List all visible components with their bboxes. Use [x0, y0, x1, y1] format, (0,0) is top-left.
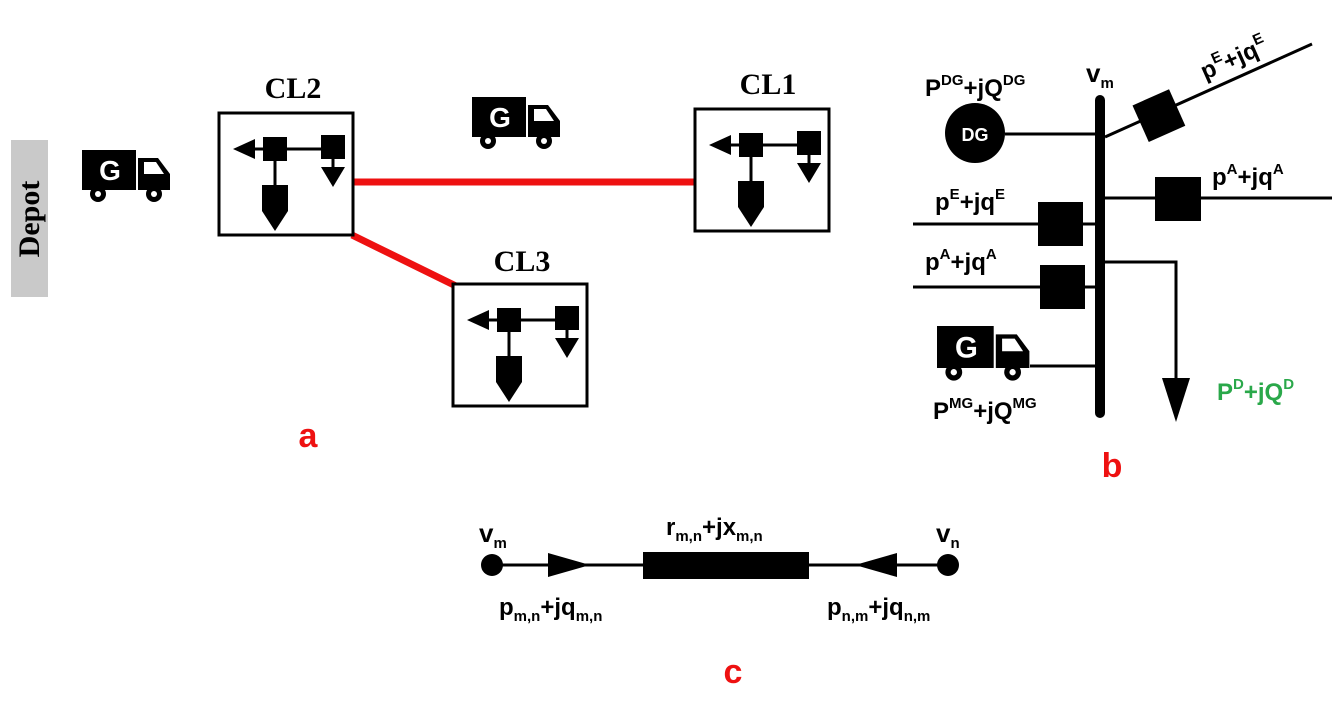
dg-symbol: DG: [962, 125, 989, 145]
generator-truck-icon: G: [472, 97, 560, 149]
feeder-top-right: [1104, 42, 1313, 139]
flow-arrow-right-icon: [548, 553, 590, 577]
flow-label-nm: pn,m+jqn,m: [827, 594, 930, 625]
node-label-vm: vm: [479, 518, 507, 552]
cluster-label-cl3: CL3: [494, 245, 551, 278]
switch-left-e: [1038, 202, 1083, 246]
truck-letter: G: [99, 155, 121, 186]
node-label-vn: vn: [936, 518, 960, 552]
switch-left-a: [1040, 265, 1085, 309]
link-cl2-cl3: [350, 231, 460, 291]
truck-letter: G: [489, 102, 511, 133]
demand-arrow-icon: [1162, 378, 1190, 422]
cluster-label-cl1: CL1: [740, 68, 797, 101]
node-vn: [937, 554, 959, 576]
cluster-cl3: [451, 282, 589, 408]
panel-label-a: a: [299, 417, 319, 455]
demand-line: [1100, 260, 1178, 382]
depot-box: [11, 140, 48, 297]
impedance-block: [643, 552, 809, 579]
flow-label-top-right: pE+jqE: [1195, 30, 1271, 86]
flow-label-mn: pm,n+jqm,n: [499, 594, 602, 625]
generator-truck-icon: G: [82, 150, 170, 202]
truck-letter: G: [955, 332, 978, 365]
flow-label-right: pA+jqA: [1212, 161, 1284, 191]
flow-arrow-left-icon: [855, 553, 897, 577]
cluster-cl1: [693, 107, 831, 233]
generator-truck-icon: G: [937, 326, 1030, 381]
switch-top-right: [1132, 89, 1186, 142]
depot-label: Depot: [13, 181, 46, 258]
impedance-label: rm,n+jxm,n: [666, 514, 763, 545]
node-vm: [481, 554, 503, 576]
switch-right: [1155, 177, 1201, 221]
demand-label: PD+jQD: [1217, 376, 1294, 406]
cluster-label-cl2: CL2: [265, 72, 322, 105]
dg-generator-icon: [945, 103, 1005, 163]
panel-label-b: b: [1102, 447, 1123, 485]
flow-label-left-a: pA+jqA: [925, 246, 997, 276]
bus-label: vm: [1086, 58, 1114, 92]
panel-c: vm vn rm,n+jxm,n pm,n+jqm,n pn,m+jqn,m c: [479, 514, 960, 691]
dg-power-label: PDG+jQDG: [925, 72, 1025, 102]
cluster-cl2: [217, 111, 355, 237]
panel-b: vm DG PDG+jQDG pE+jqE pA+jqA pE+jqE pA+j…: [913, 30, 1332, 485]
flow-label-left-e: pE+jqE: [935, 186, 1005, 216]
panel-label-c: c: [724, 653, 743, 691]
mg-power-label: PMG+jQMG: [933, 395, 1037, 425]
panel-a: Depot G G CL2 CL1 CL3 a: [11, 68, 831, 455]
